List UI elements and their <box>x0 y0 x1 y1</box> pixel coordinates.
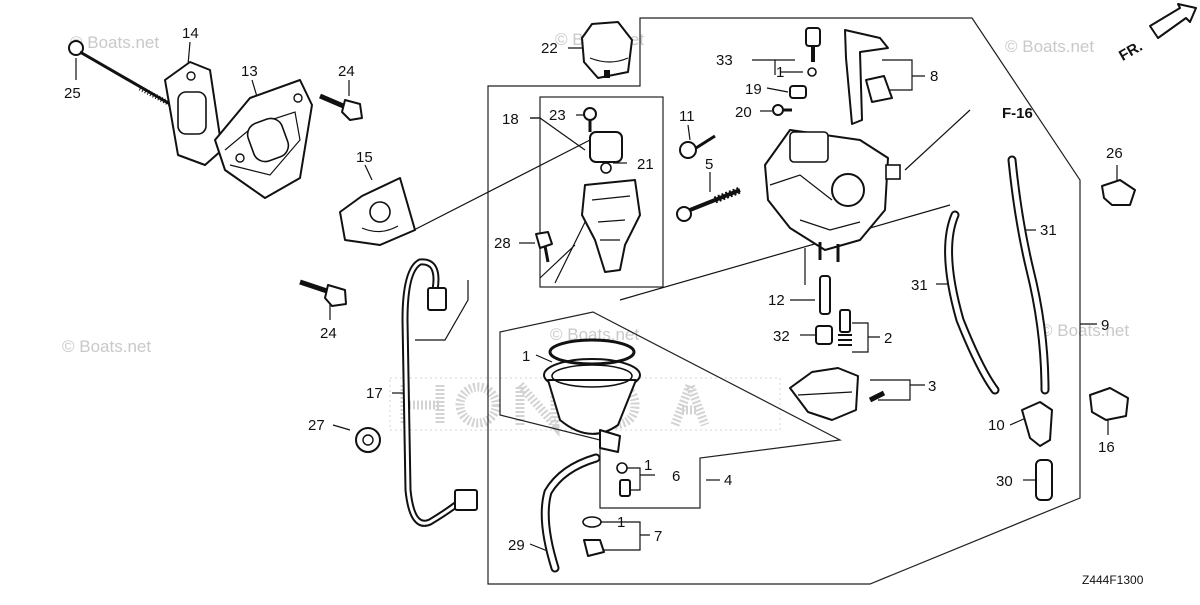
part-bracket-18 <box>581 179 641 273</box>
part-carburetor-body <box>764 129 901 262</box>
callout-9: 9 <box>1101 317 1109 334</box>
part-jet-33 <box>805 27 821 77</box>
callout-13: 13 <box>241 63 258 80</box>
callout-25: 25 <box>64 85 81 102</box>
callout-17: 17 <box>366 385 383 402</box>
callout-15: 15 <box>356 149 373 166</box>
callout-28: 28 <box>494 235 511 252</box>
callout-7: 7 <box>654 528 662 545</box>
diagram-code: Z444F1300 <box>1082 573 1144 587</box>
callout-31: 31 <box>911 277 928 294</box>
callout-1: 1 <box>617 514 625 531</box>
callout-12: 12 <box>768 292 785 309</box>
part-float-3 <box>789 367 886 421</box>
front-arrow: FR. <box>1116 3 1197 65</box>
callout-24: 24 <box>338 63 355 80</box>
part-tube-30 <box>1035 459 1053 501</box>
watermark: © Boats.net <box>1005 37 1094 56</box>
callout-6: 6 <box>672 468 680 485</box>
part-hose-29 <box>540 453 601 573</box>
callout-16: 16 <box>1098 439 1115 456</box>
part-bolt-24-bottom <box>299 279 347 307</box>
callout-33: 33 <box>716 52 733 69</box>
part-screw-11 <box>679 134 716 159</box>
part-hose-31-left <box>944 210 1000 395</box>
part-insulator-13 <box>214 79 313 199</box>
callout-4: 4 <box>724 472 732 489</box>
part-screw-20 <box>772 104 792 116</box>
part-wire-17 <box>401 258 478 527</box>
callout-18: 18 <box>502 111 519 128</box>
part-hose-31-right <box>1007 155 1050 395</box>
callout-11: 11 <box>679 108 695 125</box>
watermark: © Boats.net <box>550 325 639 344</box>
part-valve-2 <box>838 309 852 346</box>
callout-20: 20 <box>735 104 752 121</box>
part-plate-15 <box>339 177 416 246</box>
part-screw-28 <box>535 231 553 263</box>
callout-1: 1 <box>644 457 652 474</box>
callout-21: 21 <box>637 156 654 173</box>
part-solenoid-21 <box>589 131 623 174</box>
callout-23: 23 <box>549 107 566 124</box>
callout-5: 5 <box>705 156 713 173</box>
callout-1: 1 <box>776 64 784 81</box>
callout-19: 19 <box>745 81 762 98</box>
assembly-frames <box>487 17 1081 585</box>
part-clamp-27 <box>355 427 381 453</box>
part-jet-32 <box>815 325 833 345</box>
watermark: © Boats.net <box>70 33 159 52</box>
front-label: FR. <box>1116 38 1145 65</box>
reference-label: F-16 <box>1002 105 1033 122</box>
callout-22: 22 <box>541 40 558 57</box>
callout-3: 3 <box>928 378 936 395</box>
part-gasket-1 <box>548 338 636 366</box>
callout-24: 24 <box>320 325 337 342</box>
part-screw-7 <box>582 516 605 557</box>
part-drain-screw-6 <box>616 462 631 497</box>
callout-30: 30 <box>996 473 1013 490</box>
part-joint-10 <box>1021 401 1053 447</box>
part-jet-12 <box>819 275 831 315</box>
part-gasket-14 <box>164 61 223 166</box>
part-screw-19 <box>789 85 807 99</box>
part-lever-8 <box>844 29 893 125</box>
part-clip-26 <box>1101 179 1136 206</box>
part-clip-16 <box>1089 387 1129 421</box>
callout-31: 31 <box>1040 222 1057 239</box>
callout-1: 1 <box>522 348 530 365</box>
part-float-bowl-4 <box>543 358 641 453</box>
watermark: © Boats.net <box>62 337 151 356</box>
callout-10: 10 <box>988 417 1005 434</box>
callout-26: 26 <box>1106 145 1123 162</box>
callout-labels: 25 14 13 24 15 24 22 18 23 21 28 11 5 33… <box>64 25 1123 554</box>
part-bolt-25 <box>68 40 172 107</box>
part-bolt-24-top <box>319 93 363 121</box>
part-cap-22 <box>581 21 633 79</box>
callout-2: 2 <box>884 330 892 347</box>
part-pilot-screw-5 <box>676 186 742 222</box>
part-screw-23 <box>583 107 597 132</box>
callout-32: 32 <box>773 328 790 345</box>
callout-29: 29 <box>508 537 525 554</box>
watermark: © Boats.net <box>1040 321 1129 340</box>
callout-8: 8 <box>930 68 938 85</box>
callout-27: 27 <box>308 417 325 434</box>
callout-14: 14 <box>182 25 199 42</box>
